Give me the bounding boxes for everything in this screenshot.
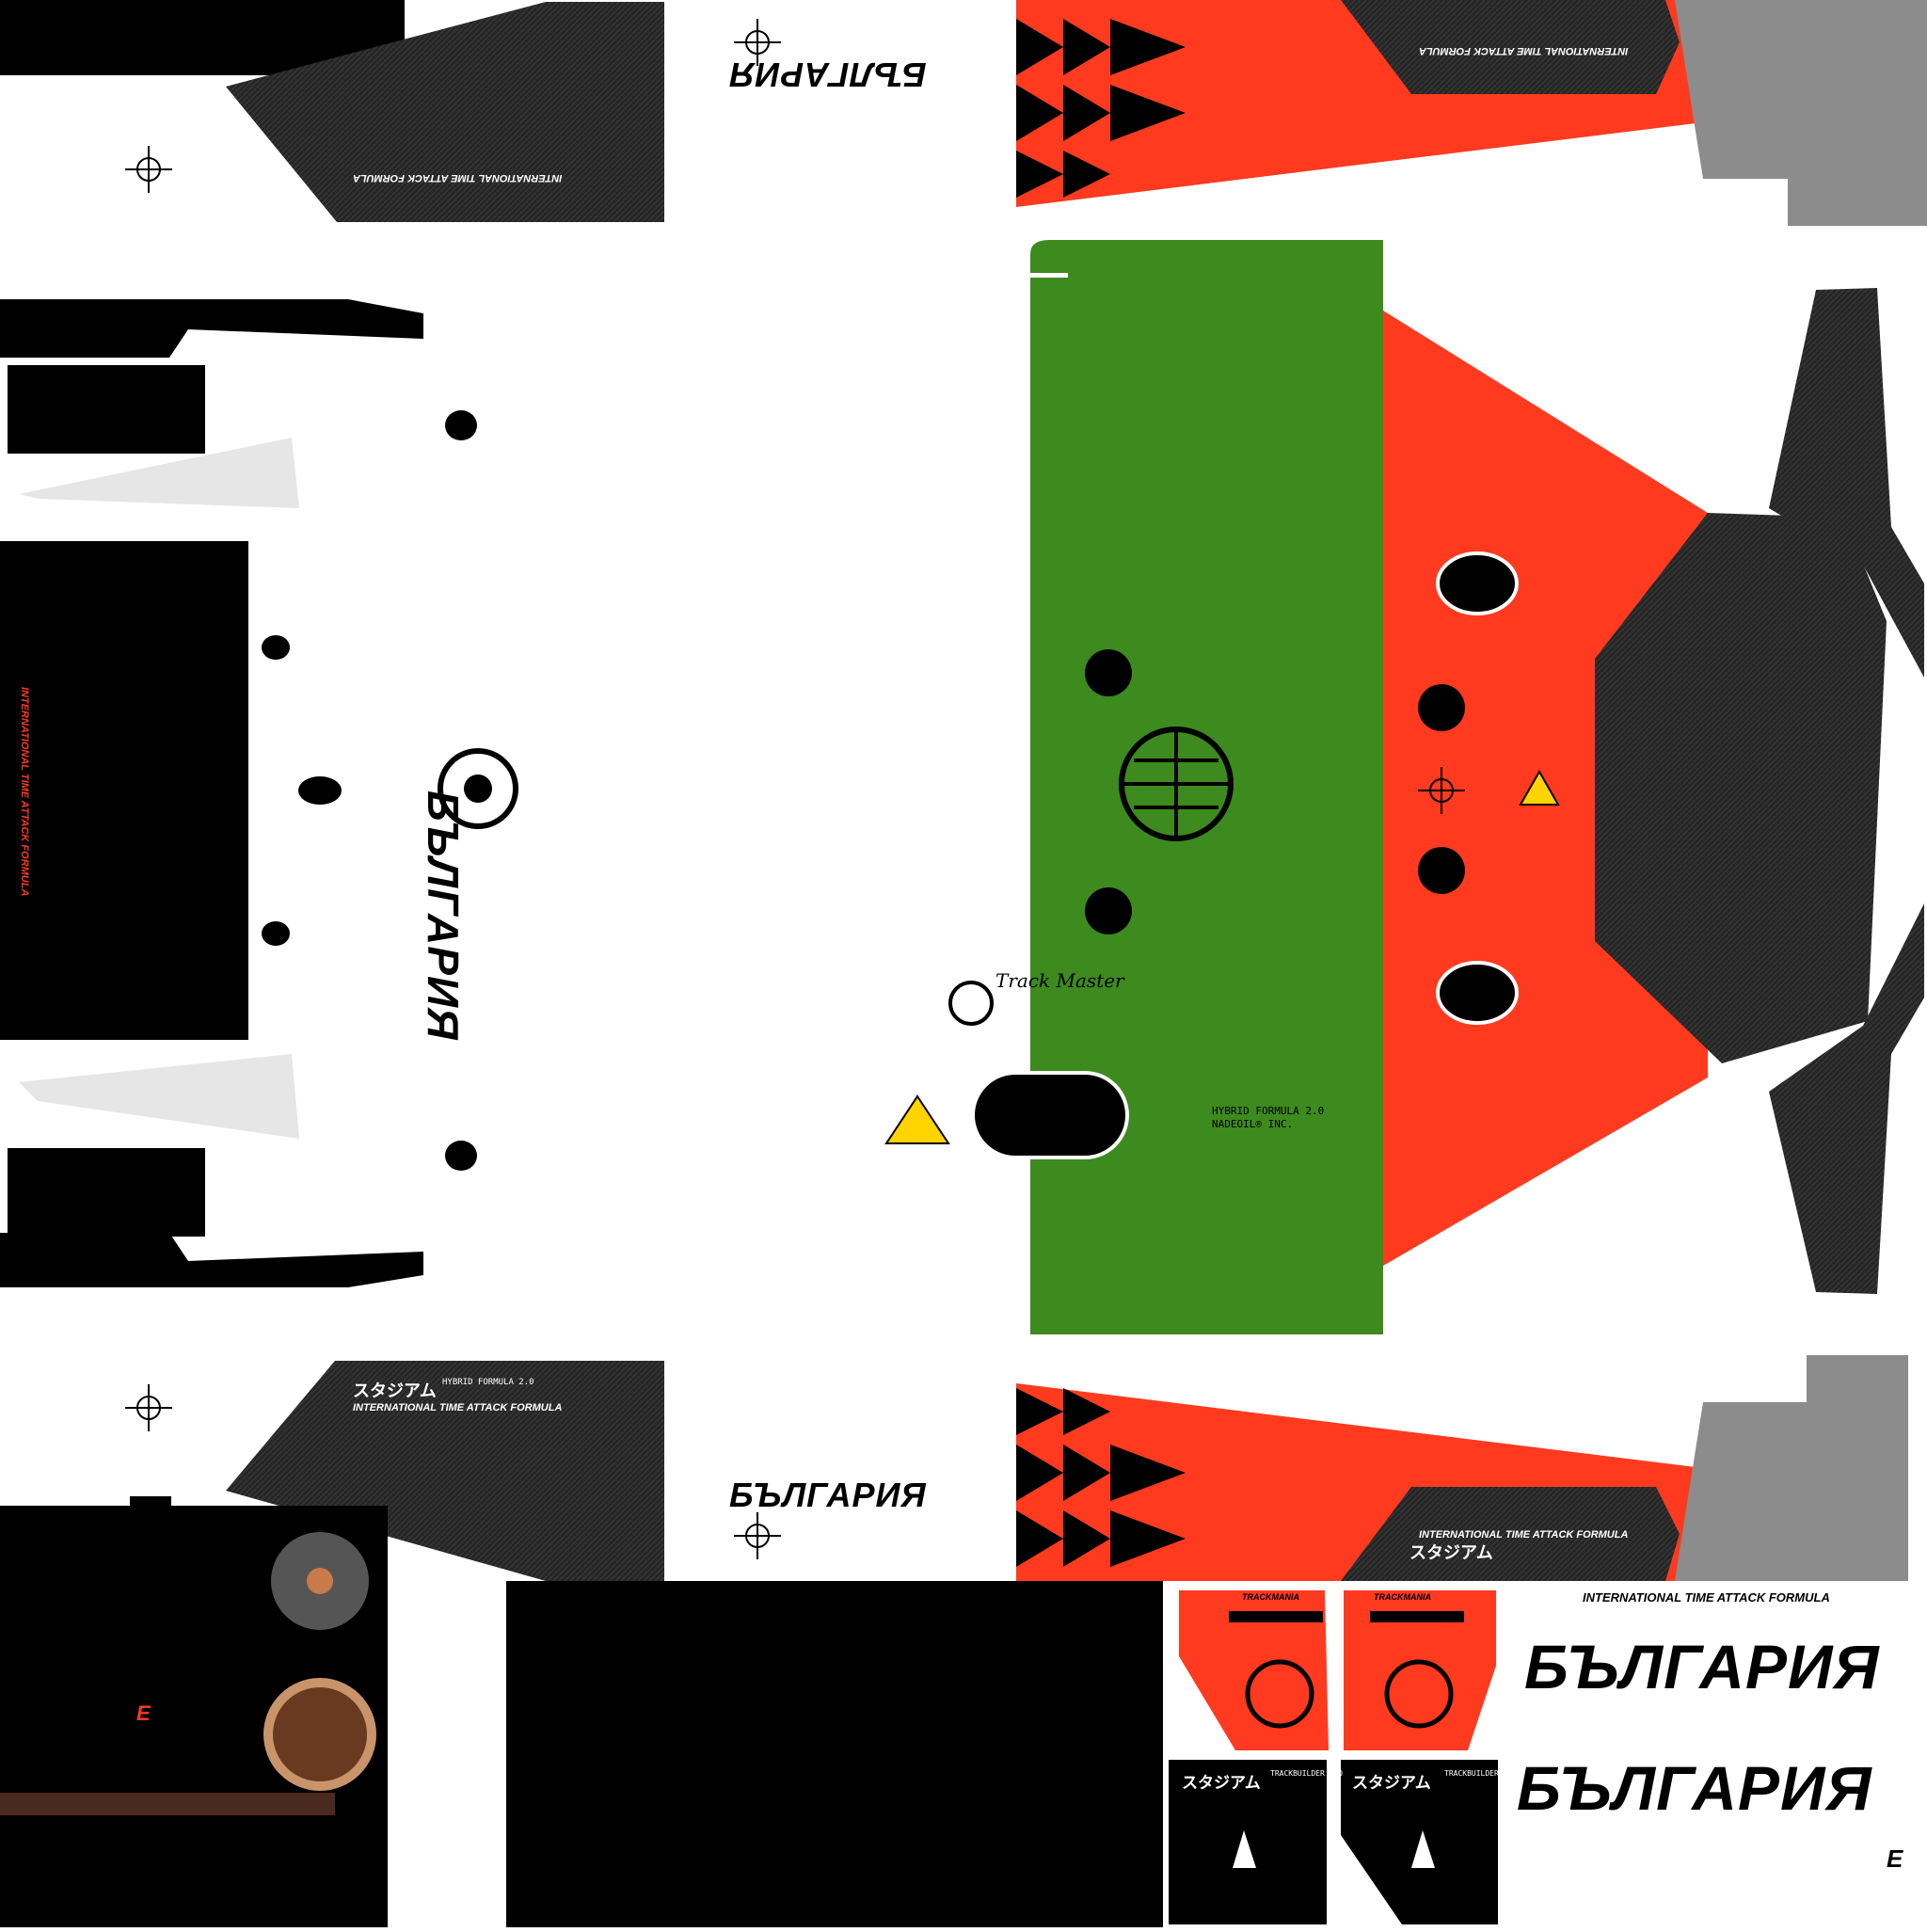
vent-hole <box>1418 847 1465 894</box>
red-tab-left <box>1179 1590 1329 1750</box>
black-block <box>8 1148 205 1237</box>
carbon-endplate-bottom <box>1769 903 1924 1294</box>
wheel-logo-icon <box>1384 1659 1454 1729</box>
carbon-endplate-top <box>1769 288 1924 678</box>
black-panel-bottom-center <box>506 1581 1163 1927</box>
katakana-sidepod: スタジアム <box>353 1381 437 1400</box>
series-label-vertical: INTERNATIONAL TIME ATTACK FORMULA <box>19 687 30 897</box>
trackmania-tab-right: TRACKMANIA <box>1374 1592 1431 1602</box>
carbon-wing-bottom <box>1341 1487 1680 1581</box>
arrow-pattern-top <box>1016 19 1186 198</box>
fade-streak <box>19 438 299 508</box>
vent-hole <box>1085 887 1132 934</box>
dots <box>262 410 477 1171</box>
katakana-wing: スタジアム <box>1409 1543 1493 1562</box>
country-label-top: БЪЛГАРИЯ <box>729 56 927 94</box>
wheel-logo-icon <box>948 981 994 1026</box>
series-label-sidepod-top: INTERNATIONAL TIME ATTACK FORMULA <box>353 172 563 184</box>
black-block <box>8 365 205 454</box>
brand-letter-corner: E <box>1887 1844 1903 1873</box>
brand-letter: E <box>136 1701 151 1725</box>
black-strip <box>0 1233 423 1287</box>
series-label: INTERNATIONAL TIME ATTACK FORMULA <box>1583 1590 1830 1605</box>
trackbuilder-right: TRACKBUILDER 2.0 <box>1444 1769 1518 1778</box>
katakana-tab-left: スタジアム <box>1182 1774 1261 1792</box>
fire-warning-icon <box>884 1094 950 1144</box>
wheel-logo-icon <box>438 748 518 829</box>
wheel-logo-icon <box>1245 1659 1314 1729</box>
vent-hole <box>1436 961 1519 1025</box>
country-label-bottom: БЪЛГАРИЯ <box>729 1476 927 1514</box>
vent-hole <box>1418 684 1465 731</box>
vent-hole <box>1436 551 1519 615</box>
vent-hole <box>1085 649 1132 696</box>
series-label-wing-top: INTERNATIONAL TIME ATTACK FORMULA <box>1419 45 1629 56</box>
black-strip <box>0 299 423 358</box>
series-label-sidepod: INTERNATIONAL TIME ATTACK FORMULA <box>353 1402 563 1413</box>
grey-block-top <box>1675 0 1927 226</box>
air-intake <box>971 1071 1129 1159</box>
target-marks <box>125 19 1465 1559</box>
copper-button-icon <box>263 1678 376 1791</box>
trackbuilder-left: TRACKBUILDER 2.0 <box>1270 1769 1344 1778</box>
carbon-front-wing <box>1595 513 1887 1063</box>
red-tab-right <box>1344 1590 1496 1750</box>
country-label-side: БЪЛГАРИЯ <box>419 790 468 1041</box>
trackmania-tab-left: TRACKMANIA <box>1242 1592 1299 1602</box>
carbon-sidepod-bottom <box>226 1361 664 1581</box>
hybrid-formula-sidepod: HYBRID FORMULA 2.0 <box>442 1378 534 1387</box>
copper-strip <box>0 1793 335 1815</box>
country-label-large: БЪЛГАРИЯ <box>1524 1632 1880 1701</box>
country-label-large-2: БЪЛГАРИЯ <box>1517 1753 1872 1823</box>
carbon-wing-top <box>1341 0 1680 94</box>
black-panel-large <box>0 541 248 1040</box>
hybrid-formula-nose: HYBRID FORMULA 2.0 <box>1212 1105 1325 1117</box>
series-label-wing: INTERNATIONAL TIME ATTACK FORMULA <box>1419 1529 1629 1541</box>
katakana-tab-right: スタジアム <box>1352 1774 1431 1792</box>
signature: Track Master <box>995 969 1124 992</box>
green-nose <box>1030 240 1383 1334</box>
grey-block-bottom <box>1675 1355 1908 1581</box>
nadeo-nose: NADEOIL® INC. <box>1212 1118 1294 1130</box>
stadium-emblem <box>1119 726 1234 841</box>
electric-warning-icon <box>1519 769 1560 806</box>
carbon-sidepod-top <box>226 2 664 222</box>
fade-streak <box>19 1054 299 1139</box>
arrow-pattern-bottom <box>1016 1388 1186 1567</box>
